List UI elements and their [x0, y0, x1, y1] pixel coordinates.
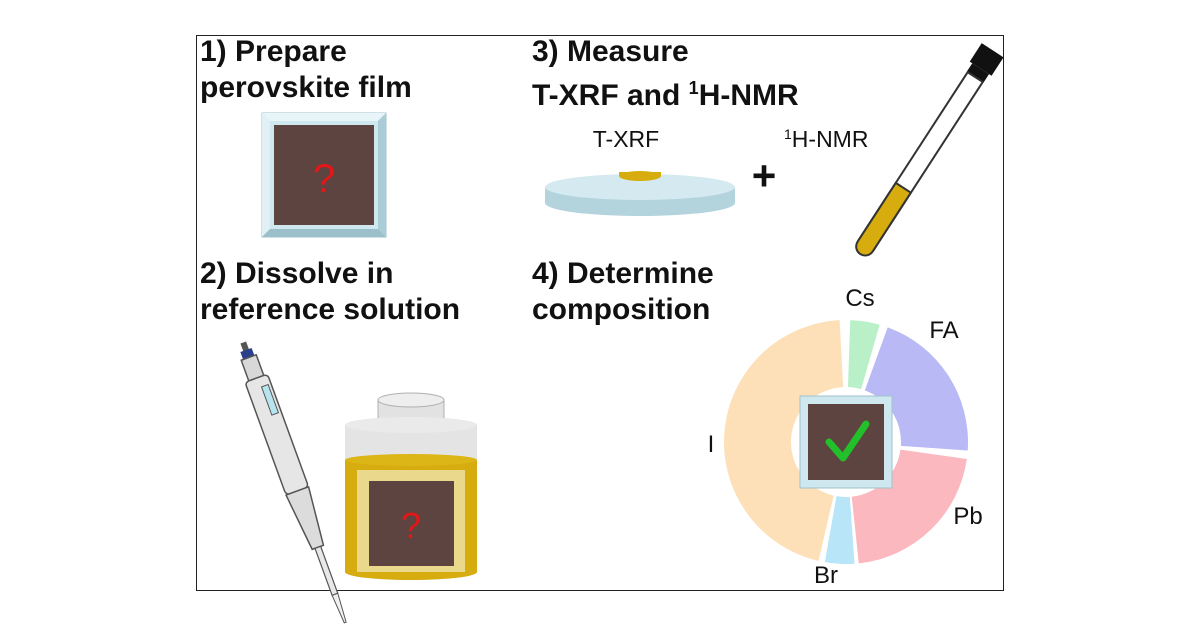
- donut-segment-pb: [851, 449, 967, 564]
- figure-frame: [196, 35, 1004, 591]
- dissolved-unknown-mark: ?: [401, 505, 421, 546]
- donut-segment-fa: [864, 327, 968, 451]
- reference-solution-jar: ?: [345, 392, 477, 580]
- donut-label-fa: FA: [929, 317, 958, 344]
- txrf-label: T-XRF: [593, 126, 659, 152]
- check-icon: [825, 420, 870, 462]
- perovskite-film-sample: ?: [261, 112, 387, 238]
- donut-segment-cs: [847, 320, 880, 390]
- step3-heading: 3) Measure T-XRF and 1H-NMR: [532, 35, 799, 112]
- step4-heading: 4) Determine composition: [532, 257, 714, 326]
- step2-heading: 2) Dissolve in reference solution: [200, 257, 461, 326]
- plus-sign: +: [752, 152, 777, 199]
- donut-label-cs: Cs: [845, 285, 874, 312]
- donut-segment-i: [723, 320, 844, 561]
- verified-film-sample: [799, 395, 893, 489]
- step1-heading: 1) Prepare perovskite film: [200, 35, 412, 104]
- unknown-composition-mark: ?: [313, 157, 335, 201]
- donut-label-i: I: [708, 431, 715, 458]
- composition-donut-chart: [723, 320, 968, 564]
- pipette: [240, 341, 347, 624]
- nmr-tube: [855, 43, 1004, 257]
- donut-label-br: Br: [814, 562, 838, 589]
- donut-label-pb: Pb: [953, 503, 982, 530]
- txrf-carrier-disc: [545, 171, 735, 216]
- nmr-label: 1H-NMR: [784, 126, 868, 152]
- donut-segment-br: [824, 496, 855, 564]
